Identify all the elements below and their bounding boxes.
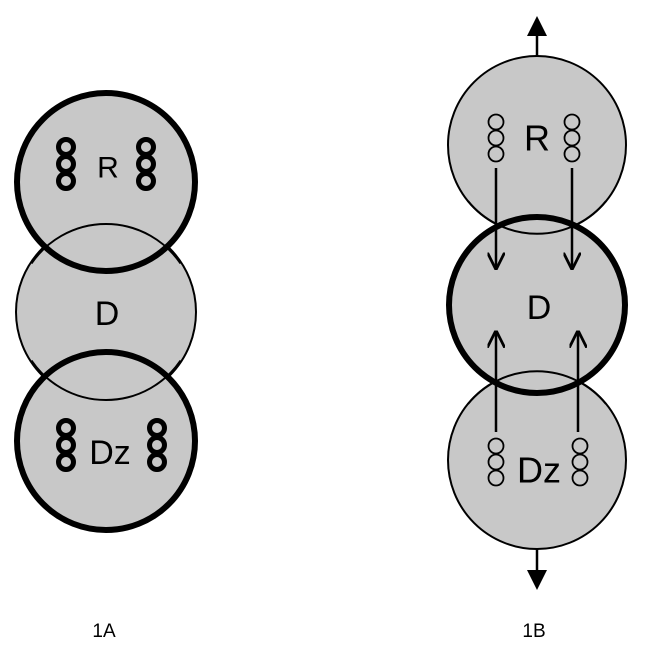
panel-1a-middle-label: D [95, 295, 120, 333]
panel-1b-arrowhead-out-bottom [527, 570, 547, 590]
panel-1a-top-beads-right [136, 137, 156, 191]
panel-1b-overlap-arc-top [467, 200, 607, 235]
panel-1b-top-beads-right [563, 113, 581, 163]
panel-1b: R D Dz 1B [446, 16, 628, 642]
panel-1a-bottom-beads-left [56, 418, 76, 472]
panel-1a-bottom-label: Dz [89, 434, 131, 472]
panel-1b-arrowhead-out-top [527, 16, 547, 36]
panel-1a-bottom-circle [14, 349, 198, 533]
panel-1b-bottom-beads-left [487, 437, 505, 487]
panel-1a: R D Dz 1A [14, 90, 198, 642]
panel-1a-bottom-beads-right [147, 418, 167, 472]
panel-1b-overlap-arc-bottom [467, 370, 607, 405]
panel-1a-caption: 1A [92, 621, 116, 642]
panel-1a-top-label: R [97, 152, 119, 185]
panel-1a-overlap-arc-bottom [30, 359, 182, 401]
panel-1b-bottom-label: Dz [517, 450, 561, 491]
panel-1b-middle-label: D [527, 289, 552, 327]
panel-1b-bottom-beads-right [571, 437, 589, 487]
panel-1a-top-beads-left [56, 137, 76, 191]
panel-1a-overlap-arc-top [30, 223, 182, 265]
panel-1b-caption: 1B [522, 621, 545, 642]
panel-1a-top-circle [14, 90, 198, 274]
panel-1b-top-label: R [524, 118, 550, 159]
panel-1b-top-beads-left [487, 113, 505, 163]
